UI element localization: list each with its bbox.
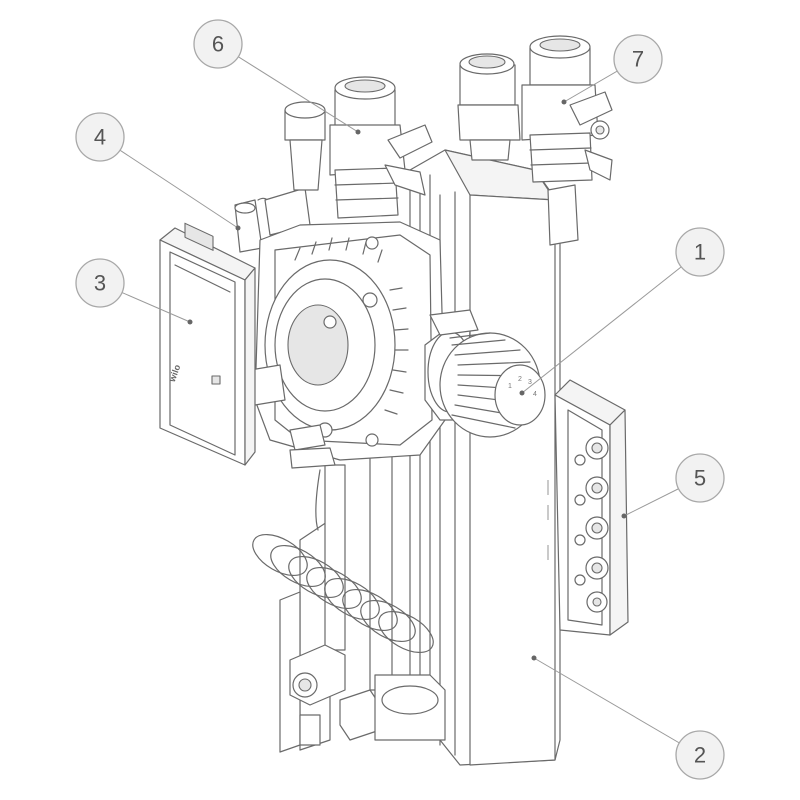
- callout-7-label: 7: [632, 47, 644, 72]
- dial-mark-3: 3: [528, 379, 532, 386]
- callout-5: 5: [675, 453, 725, 503]
- pump-control-module: wilo: [159, 222, 256, 466]
- bottom-valve-block: [289, 644, 446, 746]
- thermostatic-head: 1 2 3 4: [424, 309, 546, 438]
- callout-4: 4: [75, 112, 125, 162]
- callout-1: 1: [675, 227, 725, 277]
- circulation-pump: [249, 221, 446, 469]
- dial-mark-1: 1: [508, 383, 512, 390]
- callout-3-label: 3: [94, 271, 106, 296]
- leader-4: [99, 136, 239, 229]
- callout-1-label: 1: [694, 240, 706, 265]
- dial-mark-2: 2: [518, 376, 522, 383]
- callout-2: 2: [675, 730, 725, 780]
- dial-mark-4: 4: [533, 391, 537, 398]
- callout-4-label: 4: [94, 125, 106, 150]
- callout-6: 6: [193, 19, 243, 69]
- ball-valve-right: [457, 35, 613, 183]
- cable-glands: [574, 436, 609, 613]
- ball-valve-left: [284, 76, 433, 219]
- leader-1: [521, 251, 701, 394]
- callout-6-label: 6: [212, 32, 224, 57]
- leader-2: [533, 657, 701, 756]
- capillary-coil: [252, 469, 434, 654]
- callout-5-label: 5: [694, 466, 706, 491]
- callout-3: 3: [75, 258, 125, 308]
- callout-2-label: 2: [694, 743, 706, 768]
- plate-heat-exchanger: [409, 149, 561, 766]
- leader-6: [217, 43, 359, 133]
- callout-7: 7: [613, 34, 663, 84]
- junction-box: [554, 379, 629, 636]
